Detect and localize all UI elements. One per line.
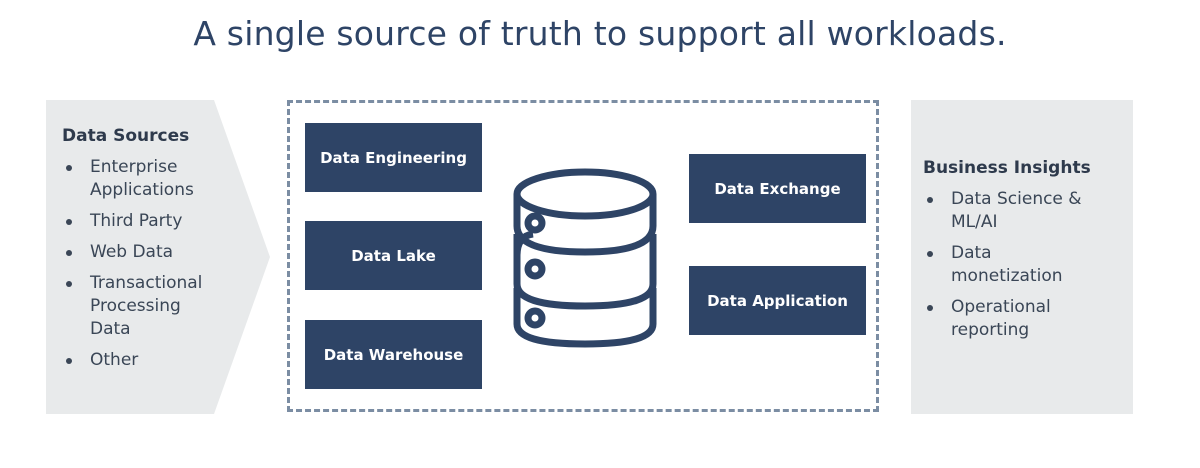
business-insights-panel: Business Insights Data Science & ML/AI D… — [911, 100, 1133, 414]
data-engineering-box: Data Engineering — [305, 123, 482, 192]
data-lake-box: Data Lake — [305, 221, 482, 290]
list-item: Data monetization — [923, 242, 1081, 288]
data-warehouse-box: Data Warehouse — [305, 320, 482, 389]
list-item: Data Science & ML/AI — [923, 188, 1101, 234]
page-title: A single source of truth to support all … — [193, 14, 1007, 53]
business-insights-heading: Business Insights — [923, 158, 1091, 178]
data-application-box: Data Application — [689, 266, 866, 335]
platform-container — [287, 100, 879, 412]
business-insights-list: Data Science & ML/AI Data monetization O… — [923, 188, 1123, 342]
data-sources-heading: Data Sources — [62, 126, 190, 146]
list-item: Other — [62, 349, 252, 372]
data-sources-panel: Data Sources Enterprise Applications Thi… — [46, 100, 270, 414]
list-item: Web Data — [62, 241, 252, 264]
list-item: Transactional Processing Data — [62, 272, 220, 341]
database-icon — [513, 168, 657, 348]
list-item: Enterprise Applications — [62, 156, 210, 202]
data-exchange-box: Data Exchange — [689, 154, 866, 223]
data-sources-list: Enterprise Applications Third Party Web … — [62, 156, 252, 372]
list-item: Third Party — [62, 210, 252, 233]
list-item: Operational reporting — [923, 296, 1071, 342]
